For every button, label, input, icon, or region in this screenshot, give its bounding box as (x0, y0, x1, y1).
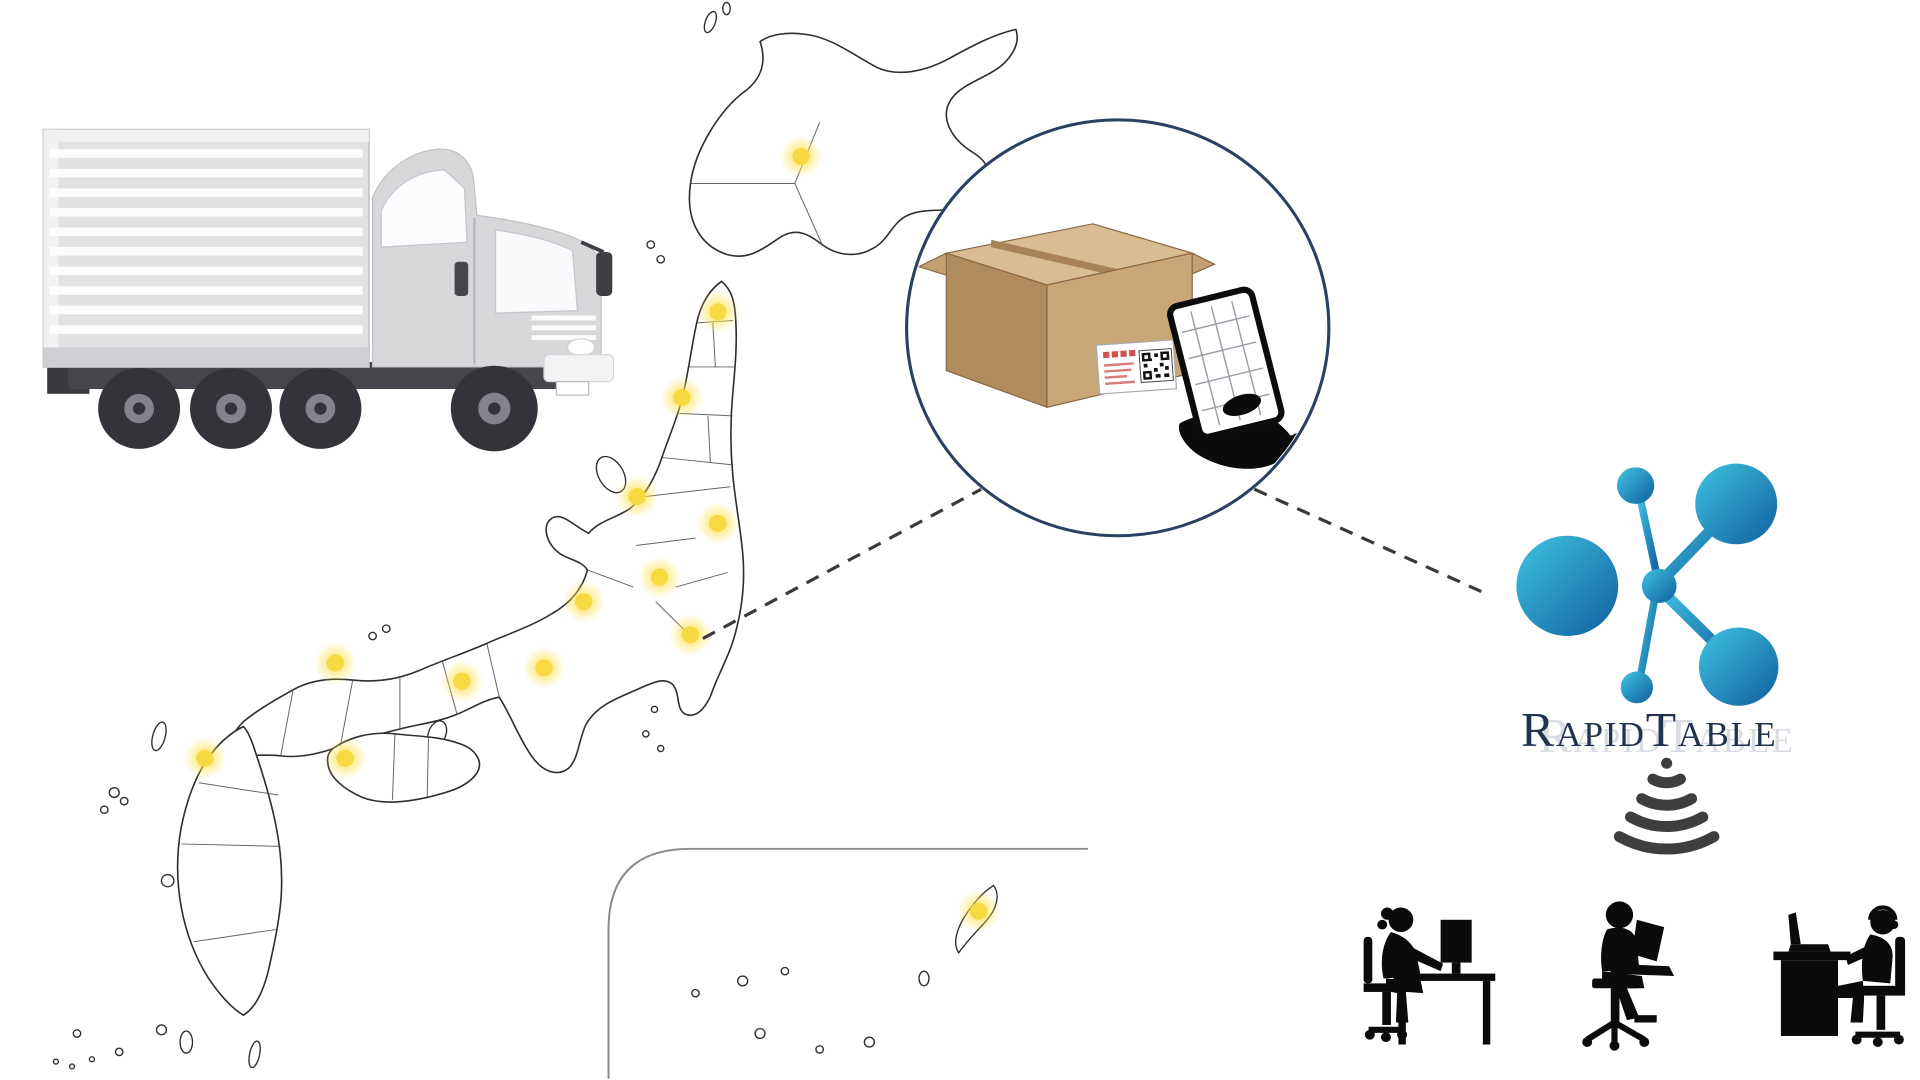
qr-code (1138, 348, 1174, 384)
location-dot (650, 568, 669, 586)
worker-silhouettes (1363, 901, 1906, 1051)
office-chair (1363, 936, 1373, 984)
worker-with-headset-silhouette (1773, 905, 1906, 1047)
connector-magnifier-to-logo (1253, 487, 1489, 596)
location-dot (673, 388, 691, 407)
connector-map-to-magnifier (702, 487, 982, 640)
laptop-icon (1788, 912, 1801, 945)
kyushu-outline (176, 725, 283, 1016)
desk (1773, 951, 1851, 961)
location-dot (681, 626, 700, 644)
side-mirror (596, 251, 613, 296)
location-dot (628, 488, 646, 506)
smartphone-scanner (1167, 286, 1327, 482)
logo-text: RapidTable (1521, 702, 1777, 757)
desk (1393, 973, 1496, 981)
headset-icon (1868, 905, 1898, 920)
honshu-outline (230, 280, 745, 774)
logo-echo-text: RapidTable (1538, 709, 1794, 764)
office-chair (1895, 936, 1906, 989)
worker-with-laptop-silhouette (1582, 901, 1675, 1051)
delivery-truck-illustration (42, 128, 615, 452)
japan-map (52, 1, 1088, 1079)
door-mirror (454, 261, 469, 296)
thumb (1222, 393, 1262, 416)
package-scan-magnifier (905, 118, 1331, 538)
location-dot (336, 749, 354, 767)
location-dot (196, 749, 214, 767)
location-dot (792, 147, 810, 166)
rapidtable-logo: RapidTable RapidTable (1516, 463, 1794, 764)
side-window (380, 169, 468, 248)
location-dot (535, 659, 553, 677)
shipping-label (1095, 339, 1178, 395)
prefecture-borders (181, 122, 823, 943)
location-dot (969, 902, 988, 920)
okinawa-inset (607, 847, 1088, 1079)
location-dot (575, 593, 593, 611)
worker-at-desktop-silhouette (1363, 907, 1496, 1045)
wheels (98, 365, 538, 452)
cargo-box-slats (49, 149, 363, 334)
bumper (543, 354, 615, 383)
swivel-chair (1592, 978, 1640, 989)
license-plate (555, 380, 590, 396)
location-dot (709, 303, 727, 321)
location-dot (709, 514, 727, 533)
location-dot (453, 672, 471, 690)
wifi-signal-icon (1613, 757, 1720, 855)
windshield (494, 229, 579, 314)
headlight (566, 338, 596, 357)
location-dot (326, 654, 345, 672)
inset-border (607, 847, 1088, 1079)
map-dots (183, 135, 1000, 933)
monitor-icon (1440, 919, 1472, 963)
network-nodes (1516, 463, 1779, 706)
laptop-icon (1631, 919, 1665, 962)
grille (531, 315, 597, 341)
